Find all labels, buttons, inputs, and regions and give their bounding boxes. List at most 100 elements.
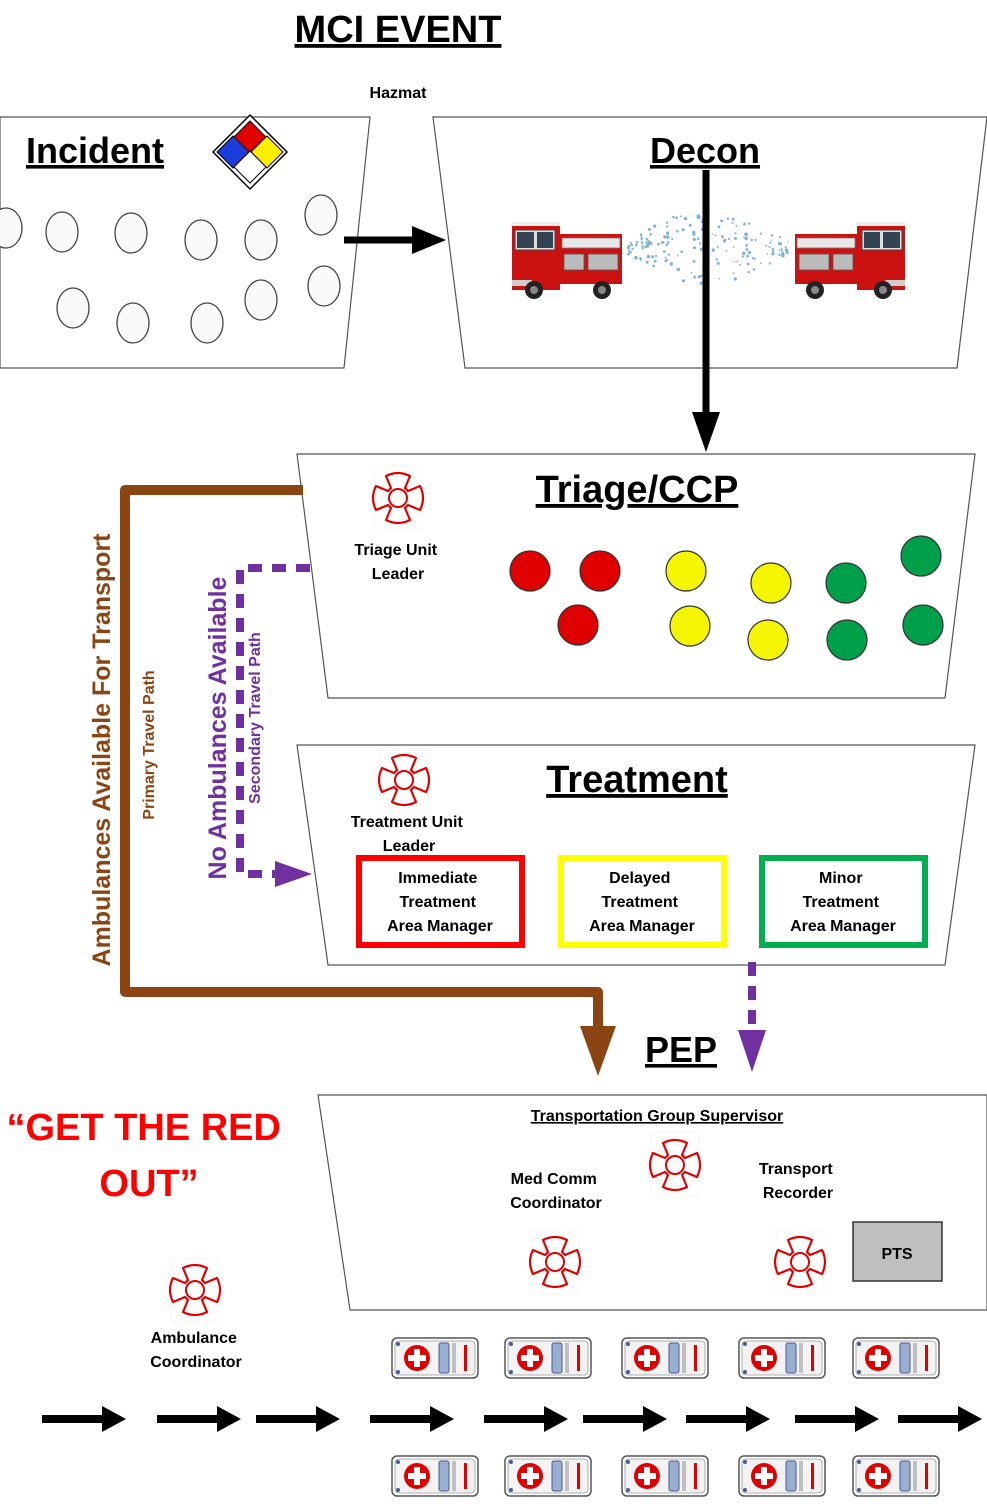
spray-droplet [781, 254, 784, 257]
spray-droplet [662, 241, 665, 243]
spray-droplet [639, 258, 642, 261]
spray-droplet [724, 238, 727, 241]
spray-droplet [697, 275, 701, 279]
secondary-travel-path [236, 564, 766, 1072]
spray-droplet [640, 238, 643, 241]
spray-droplet [671, 237, 674, 241]
spray-droplet [640, 234, 643, 237]
spray-droplet [785, 250, 789, 255]
red-tag-patient [579, 550, 621, 592]
spray-droplet [627, 248, 630, 251]
spray-droplet [656, 242, 660, 246]
spray-droplet [745, 244, 748, 247]
spray-droplet [669, 262, 673, 266]
green-tag-patient [900, 535, 942, 577]
spray-droplet [711, 248, 715, 252]
maltese-cross-icon [648, 1131, 702, 1199]
spray-droplet [771, 252, 775, 256]
spray-droplet [785, 249, 788, 252]
spray-droplet [630, 243, 634, 247]
spray-droplet [736, 260, 738, 263]
yellow-tag-patient [750, 562, 792, 604]
spray-droplet [780, 249, 784, 252]
slogan-text: “GET THE RED OUT” [6, 1107, 291, 1205]
spray-droplet [731, 222, 734, 224]
spray-droplet [700, 274, 703, 277]
immediate-area-box [356, 855, 525, 948]
spray-droplet [653, 224, 657, 228]
spray-droplet [651, 255, 655, 259]
transport-recorder-label: Transport Recorder [759, 1161, 837, 1202]
spray-droplet [716, 246, 719, 248]
spray-droplet [750, 238, 753, 242]
treatment-leader-label: Treatment Unit Leader [351, 814, 467, 855]
flow-arrow [686, 1406, 770, 1432]
primary-path-sub-label: Primary Travel Path [141, 670, 158, 819]
immediate-area-label: Immediate Treatment Area Manager [387, 870, 493, 935]
victim-figure [244, 279, 278, 321]
ambulance-icon [852, 1337, 940, 1379]
triage-patients [509, 535, 944, 661]
victim-figure [190, 302, 224, 344]
medcomm-coordinator-label: Med Comm Coordinator [510, 1171, 602, 1212]
ambulance-icon [504, 1455, 592, 1497]
spray-droplet [629, 241, 633, 245]
spray-droplet [647, 240, 651, 243]
spray-droplet [760, 262, 762, 265]
diagram-subtitle: Hazmat [370, 85, 428, 102]
victim-figure [304, 194, 338, 236]
spray-droplet [732, 272, 735, 275]
spray-droplet [629, 251, 632, 254]
spray-droplet [778, 241, 782, 246]
spray-droplet [665, 243, 669, 247]
spray-droplet [693, 246, 696, 250]
green-tag-patient [826, 619, 868, 661]
spray-droplet [752, 268, 756, 271]
secondary-path-sub-label: Secondary Travel Path [247, 632, 264, 804]
yellow-tag-patient [669, 605, 711, 647]
spray-droplet [697, 237, 700, 241]
spray-droplet [747, 251, 752, 255]
spray-droplet [743, 222, 746, 226]
spray-droplet [653, 259, 657, 263]
spray-droplet [727, 237, 731, 240]
spray-droplet [765, 244, 768, 247]
ambulance-coordinator-label: Ambulance Coordinator [150, 1330, 242, 1371]
ambulance-icon [621, 1455, 709, 1497]
ambulance-icon [852, 1455, 940, 1497]
primary-travel-path [120, 485, 616, 1076]
maltese-cross-icon [168, 1256, 222, 1324]
victim-figure [0, 207, 23, 249]
spray-droplet [641, 245, 644, 248]
spray-droplet [768, 262, 772, 265]
decon-to-triage-arrow [692, 170, 720, 452]
spray-droplet [681, 279, 686, 283]
spray-droplet [667, 253, 671, 256]
spray-droplet [734, 232, 737, 235]
flow-arrow [157, 1406, 241, 1432]
spray-droplet [770, 239, 773, 242]
maltese-cross-icon [371, 464, 425, 532]
spray-droplet [676, 230, 679, 233]
spray-droplet [787, 241, 789, 243]
spray-droplet [672, 215, 675, 219]
flow-arrow [898, 1406, 982, 1432]
treatment-heading: Treatment [546, 759, 728, 801]
victim-figure [56, 287, 90, 329]
spray-droplet [778, 249, 781, 252]
spray-droplet [733, 261, 736, 263]
diagram-title: MCI EVENT [295, 9, 502, 51]
ambulance-icon [391, 1337, 479, 1379]
spray-droplet [751, 257, 754, 260]
decon-box [432, 116, 987, 369]
spray-droplet [699, 281, 703, 285]
spray-droplet [721, 235, 724, 239]
spray-droplet [770, 234, 774, 237]
spray-droplet [733, 277, 737, 281]
spray-droplet [711, 233, 714, 235]
ambulance-icon [391, 1455, 479, 1497]
treatment-areas: Immediate Treatment Area Manager Delayed… [356, 855, 928, 948]
spray-droplet [645, 241, 647, 244]
spray-droplet [666, 241, 670, 244]
